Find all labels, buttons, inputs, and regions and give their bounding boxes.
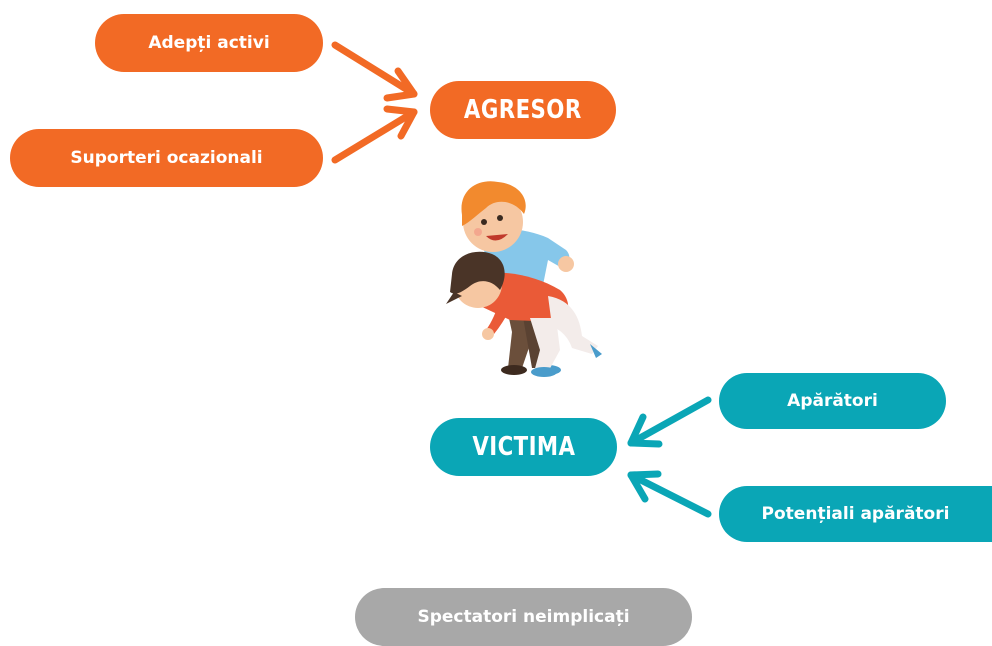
role-pill-spectatori-neimplicati: Spectatori neimplicați — [355, 588, 692, 646]
arrow-suporteri-to-agresor — [331, 105, 418, 164]
role-label: Adepți activi — [148, 33, 270, 53]
main-role-label: AGRESOR — [464, 95, 582, 125]
role-pill-suporteri-ocazionali: Suporteri ocazionali — [10, 129, 323, 187]
main-role-victima: VICTIMA — [430, 418, 617, 476]
role-label: Suporteri ocazionali — [70, 148, 263, 168]
main-role-label: VICTIMA — [471, 432, 576, 462]
arrow-potentiali-to-victima — [627, 470, 712, 518]
role-pill-aparatori: Apărători — [719, 373, 946, 429]
role-label: Apărători — [787, 391, 878, 411]
role-pill-adepti-activi: Adepți activi — [95, 14, 323, 72]
role-label: Potențiali apărători — [761, 504, 950, 524]
arrow-adepti-to-agresor — [331, 41, 418, 102]
role-label: Spectatori neimplicați — [417, 607, 630, 627]
role-pill-potentiali-aparatori: Potențiali apărători — [719, 486, 992, 542]
main-role-agresor: AGRESOR — [430, 81, 616, 139]
arrow-aparatori-to-victima — [627, 396, 712, 448]
